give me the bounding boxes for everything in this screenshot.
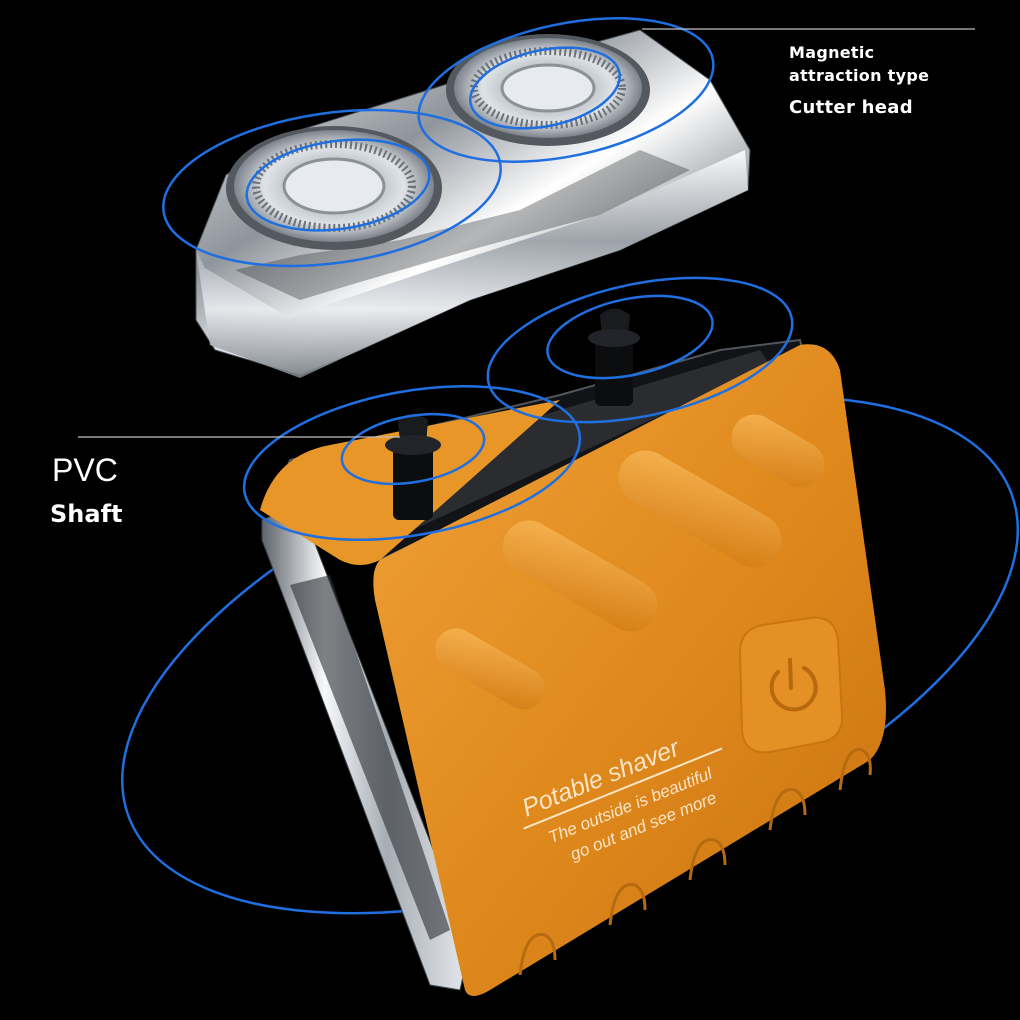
- callout-pvc: PVC: [52, 452, 118, 488]
- shaft-highlight-rings: [242, 276, 794, 542]
- cutter-blade-right: [446, 34, 650, 146]
- callout-magnetic-line2: attraction type: [789, 66, 930, 85]
- cutter-head: [195, 29, 751, 378]
- power-icon: [769, 658, 818, 712]
- power-button[interactable]: [738, 616, 844, 754]
- cutter-blade-left: [226, 126, 442, 250]
- shaft-left: [385, 414, 441, 520]
- cutter-highlight-rings: [162, 17, 715, 268]
- callout-cutter-head: Cutter head: [789, 97, 913, 118]
- callout-magnetic-line1: Magnetic: [789, 43, 875, 62]
- shaft-right: [588, 308, 640, 406]
- callout-shaft: Shaft: [50, 500, 123, 528]
